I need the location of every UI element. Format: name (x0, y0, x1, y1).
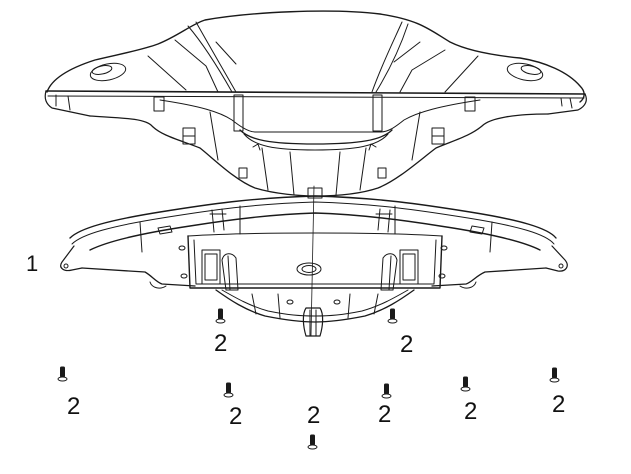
screw-icon (549, 367, 560, 383)
part-label-2: 2 (229, 403, 243, 430)
screws (57, 308, 560, 450)
upper-handlebar-cover (44, 10, 587, 199)
screw-icon (381, 383, 392, 399)
part-label-2: 2 (400, 331, 414, 358)
screw-icon (460, 376, 471, 392)
lower-handlebar-cover (60, 185, 568, 337)
screw-icon (223, 382, 234, 398)
part-label-2: 2 (552, 391, 566, 418)
part-label-2: 2 (214, 330, 228, 357)
part-label-2: 2 (378, 401, 392, 428)
screw-icon (387, 308, 398, 324)
part-label-2: 2 (307, 402, 321, 429)
screw-icon (215, 308, 226, 324)
part-label-1: 1 (26, 251, 39, 276)
screw-icon (307, 434, 318, 450)
part-label-2: 2 (464, 398, 478, 425)
part-label-2: 2 (67, 393, 81, 420)
screw-icon (57, 366, 68, 382)
